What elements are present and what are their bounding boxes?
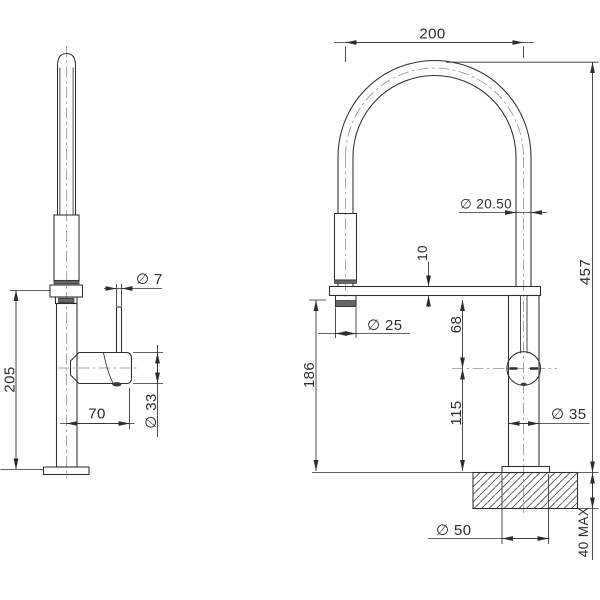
dim-label-body-dia-33: ∅ 33 bbox=[143, 393, 160, 429]
dim-label-hose-dia-20-50: ∅ 20.50 bbox=[460, 197, 512, 212]
front-view: 200 457 ∅ 20.50 10 186 68 115 bbox=[301, 26, 599, 560]
dim-label-arc-width-200: 200 bbox=[419, 26, 445, 43]
side-view: 205 ∅ 7 70 ∅ 33 bbox=[0, 46, 163, 478]
bench-section bbox=[472, 471, 579, 510]
front-view-centerlines bbox=[345, 67, 557, 513]
hose-sleeve-ring bbox=[53, 280, 80, 285]
dim-label-base-dia-50: ∅ 50 bbox=[436, 522, 472, 539]
dim-label-head-to-bench-115: 115 bbox=[448, 400, 465, 425]
gooseneck-outer-arc bbox=[337, 59, 532, 158]
side-view-centerlines bbox=[58, 46, 140, 478]
dim-label-overall-height-457: 457 bbox=[577, 259, 594, 285]
dim-label-reach-70: 70 bbox=[88, 406, 106, 423]
front-view-outline bbox=[312, 59, 599, 510]
dim-label-bench-max-40: 40 MAX bbox=[576, 507, 591, 557]
side-view-dimensions: 205 ∅ 7 70 ∅ 33 bbox=[0, 271, 163, 470]
dim-label-height-205: 205 bbox=[2, 366, 19, 392]
dim-label-bracket-to-head-68: 68 bbox=[448, 316, 465, 334]
base-flange-side bbox=[42, 466, 90, 476]
dim-label-bracket-height-186: 186 bbox=[301, 362, 318, 388]
dim-label-lever-dia-7: ∅ 7 bbox=[136, 271, 163, 288]
handle-body bbox=[69, 351, 133, 385]
base-flange-front bbox=[501, 465, 551, 474]
dim-label-plate-thickness-10: 10 bbox=[415, 245, 430, 261]
gooseneck-inner-arc bbox=[352, 75, 517, 158]
dim-label-body-dia-35: ∅ 35 bbox=[551, 406, 587, 423]
dim-label-outlet-dia-25: ∅ 25 bbox=[367, 317, 403, 334]
support-bracket bbox=[328, 285, 542, 297]
handle-lever bbox=[115, 306, 123, 354]
side-view-outline bbox=[42, 52, 133, 476]
front-view-dimensions: 200 457 ∅ 20.50 10 186 68 115 bbox=[301, 26, 599, 560]
